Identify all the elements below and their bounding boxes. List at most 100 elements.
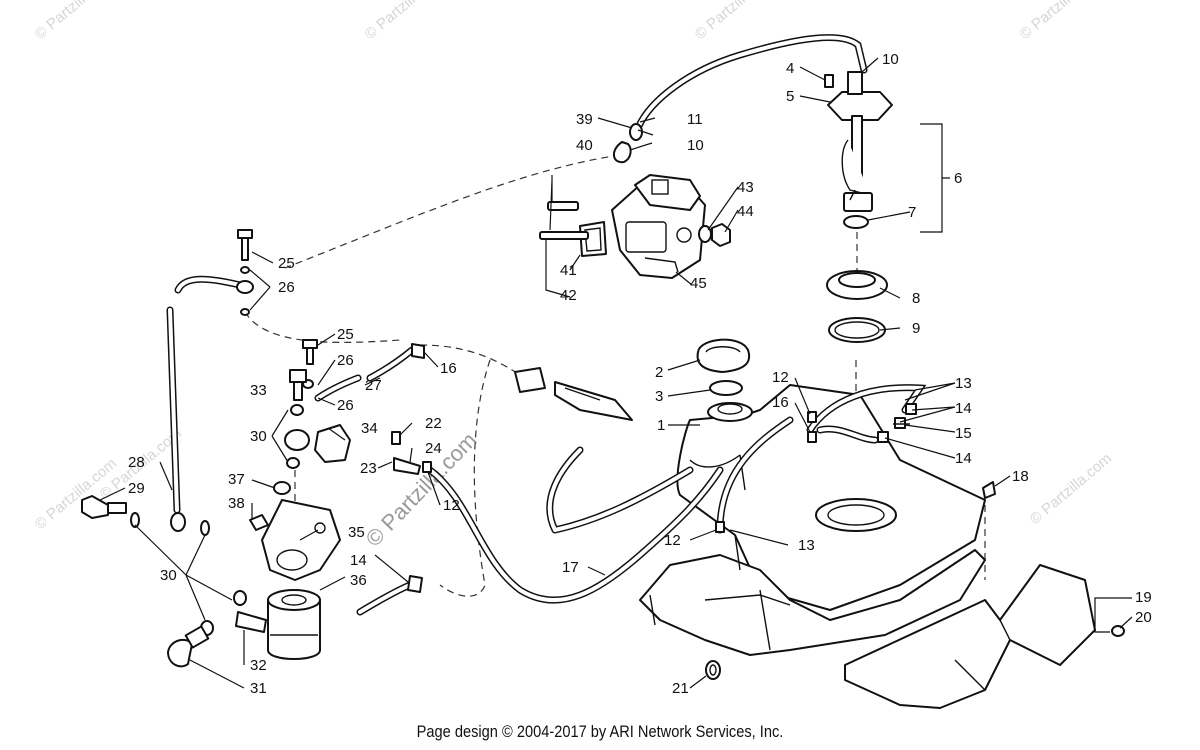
callout: 17 <box>562 559 579 576</box>
callout: 1 <box>657 417 665 434</box>
watermark: © Partzilla.com <box>1027 450 1115 528</box>
screw-4 <box>824 74 834 88</box>
filler-cap-2 <box>696 338 751 373</box>
callout: 31 <box>250 680 267 697</box>
callout: 13 <box>798 537 815 554</box>
callout: 16 <box>772 394 789 411</box>
copyright-footer: Page design © 2004-2017 by ARI Network S… <box>416 722 784 741</box>
callout: 11 <box>687 111 703 128</box>
callout: 39 <box>576 111 593 128</box>
callout: 18 <box>1012 468 1029 485</box>
bolt-33 <box>289 369 307 401</box>
callout: 12 <box>443 497 460 514</box>
callout: 13 <box>955 375 972 392</box>
callout: 42 <box>560 287 577 304</box>
callout: 5 <box>786 88 794 105</box>
callout: 19 <box>1135 589 1152 606</box>
bolts-25 <box>237 229 318 365</box>
callout: 23 <box>360 460 377 477</box>
vent-hose-11 <box>634 34 868 132</box>
callout: 40 <box>576 137 593 154</box>
callout: 7 <box>908 204 916 221</box>
nut-44 <box>711 223 731 247</box>
callout: 12 <box>664 532 681 549</box>
callout: 12 <box>772 369 789 386</box>
inline-fitting <box>514 367 633 421</box>
hose-26 <box>174 275 254 294</box>
stud-42 <box>539 231 589 240</box>
grommet-21 <box>705 660 721 680</box>
callout: 38 <box>228 495 245 512</box>
callout: 26 <box>337 397 354 414</box>
callout: 16 <box>440 360 457 377</box>
gasket-41 <box>579 221 607 257</box>
callout: 20 <box>1135 609 1152 626</box>
callout: 41 <box>560 262 577 279</box>
banjo-bolt-29 <box>81 495 127 519</box>
fitting-38 <box>249 514 269 531</box>
callout: 22 <box>425 415 442 432</box>
callout: 21 <box>672 680 689 697</box>
callout: 9 <box>912 320 920 337</box>
callout: 34 <box>361 420 378 437</box>
valve-34 <box>284 424 351 463</box>
lock-ring-8 <box>826 270 888 300</box>
callout: 3 <box>655 388 663 405</box>
callout: 10 <box>882 51 899 68</box>
callout: 26 <box>337 352 354 369</box>
hose-27 <box>314 346 416 402</box>
grommet-18 <box>982 481 996 499</box>
vent-hoses-13 <box>716 384 927 534</box>
fuel-sender-6 <box>827 71 893 212</box>
fittings-14-15 <box>877 403 917 443</box>
callout: 14 <box>955 450 972 467</box>
filter-sock-7 <box>843 215 869 229</box>
watermark: © Partzilla.com <box>32 0 120 43</box>
fuel-line-17 <box>426 446 724 604</box>
callout: 45 <box>690 275 707 292</box>
callout-labels: 1 2 3 4 5 6 7 8 9 10 10 11 12 12 12 13 1… <box>128 51 1152 697</box>
callout: 30 <box>160 567 177 584</box>
hose-14-lower <box>356 575 423 616</box>
bolt-31 <box>167 625 210 668</box>
callout: 36 <box>350 572 367 589</box>
callout: 35 <box>348 524 365 541</box>
callout: 37 <box>228 471 245 488</box>
line-28 <box>166 306 186 532</box>
callout: 8 <box>912 290 920 307</box>
callout: 30 <box>250 428 267 445</box>
fuel-filter-36 <box>267 589 321 660</box>
callout: 27 <box>365 377 382 394</box>
fuel-tank-1 <box>639 384 986 656</box>
callout: 44 <box>737 203 754 220</box>
callout: 26 <box>278 279 295 296</box>
callout: 15 <box>955 425 972 442</box>
callout: 14 <box>955 400 972 417</box>
bracket-6 <box>920 123 950 233</box>
callout: 32 <box>250 657 267 674</box>
stud-40 <box>547 201 579 211</box>
callout: 2 <box>655 364 663 381</box>
leader-lines <box>99 57 1133 689</box>
watermark-center: © Partzilla.com <box>361 427 482 551</box>
callout: 43 <box>737 179 754 196</box>
callout: 10 <box>687 137 704 154</box>
clamp-39-40 <box>613 123 643 164</box>
fitting-32 <box>235 611 267 633</box>
clamp-16 <box>411 343 425 359</box>
callout: 6 <box>954 170 962 187</box>
gasket-3 <box>709 380 743 396</box>
watermark: © Partzilla.com <box>1017 0 1105 43</box>
callout: 4 <box>786 60 794 77</box>
clamps-12-16 <box>715 411 817 533</box>
watermark: © Partzilla.com <box>362 0 450 43</box>
watermark: © Partzilla.com <box>692 0 780 43</box>
heat-shield-19 <box>844 564 1096 709</box>
callout: 25 <box>278 255 295 272</box>
callout: 33 <box>250 382 267 399</box>
fastener-20 <box>1111 625 1125 637</box>
callout: 24 <box>425 440 442 457</box>
callout: 14 <box>350 552 367 569</box>
fittings-22-24 <box>391 431 432 475</box>
